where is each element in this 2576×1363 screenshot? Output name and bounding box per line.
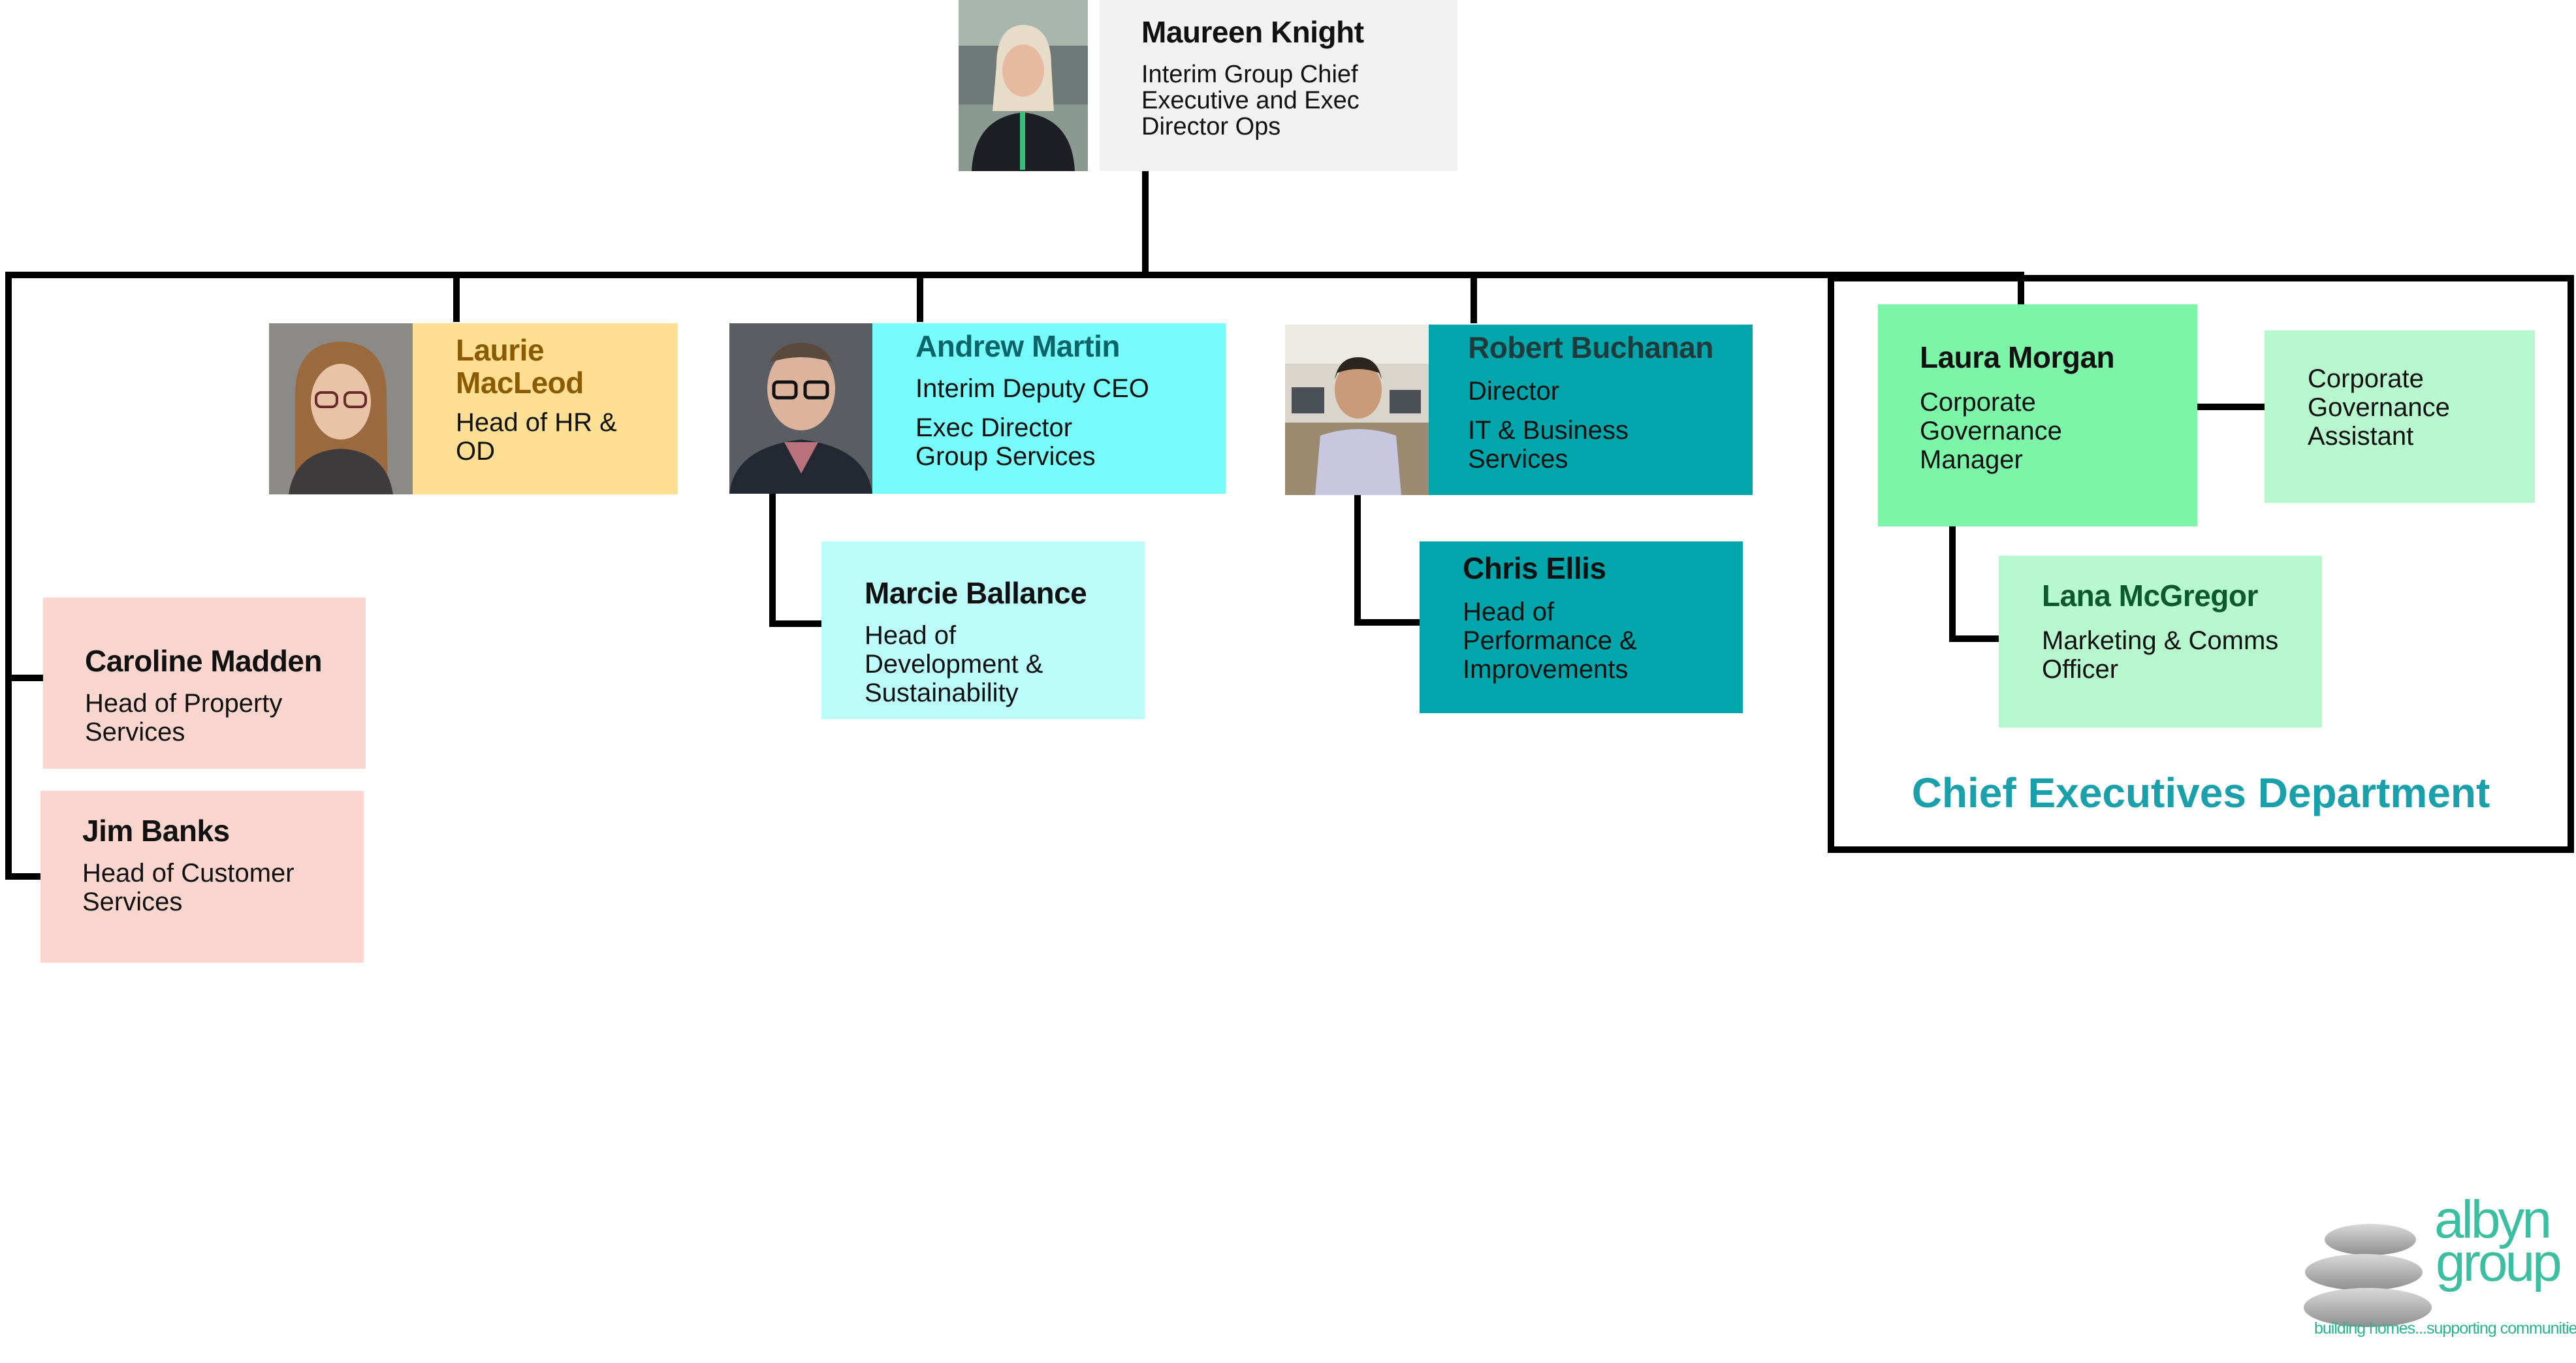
hr-card: Laurie MacLeod Head of HR & OD (413, 323, 678, 494)
brand-group: group (2436, 1233, 2562, 1292)
hr-role: Head of HR & OD (456, 408, 617, 466)
deputy-card: Andrew Martin Interim Deputy CEO Exec Di… (872, 323, 1226, 494)
connector-deputy-down (769, 494, 776, 627)
marketing-role: Marketing & Comms Officer (2042, 626, 2279, 684)
governance-assistant-role: Corporate Governance Assistant (2308, 364, 2450, 451)
connector-to-hr (453, 272, 460, 322)
connector-ceo-down (1142, 171, 1149, 278)
portrait-icon (1285, 325, 1429, 495)
ceo-role: Interim Group Chief Executive and Exec D… (1141, 61, 1360, 140)
connector-to-assistant (2197, 404, 2265, 410)
department-title: Chief Executives Department (1911, 769, 2490, 816)
it-role-title: Director (1468, 377, 1560, 406)
connector-to-it (1471, 272, 1477, 323)
development-name: Marcie Ballance (865, 576, 1087, 610)
portrait-icon (269, 323, 413, 494)
stacked-stones-icon (2304, 1224, 2432, 1327)
logo-tagline: building homes...supporting communities (2314, 1319, 2576, 1338)
development-card: Marcie Ballance Head of Development & Su… (821, 541, 1145, 719)
customer-name: Jim Banks (82, 814, 230, 848)
deputy-photo (729, 323, 872, 494)
connector-to-customer (5, 873, 43, 880)
connector-governance-down (1949, 526, 1956, 642)
connector-to-governance (2018, 272, 2024, 304)
deputy-role-dept: Exec Director Group Services (915, 413, 1096, 471)
marketing-card: Lana McGregor Marketing & Comms Officer (1999, 556, 2322, 728)
it-card: Robert Buchanan Director IT & Business S… (1429, 325, 1753, 495)
albyn-group-logo: albyn group building homes...supporting … (2298, 1190, 2576, 1345)
property-name: Caroline Madden (85, 644, 323, 678)
property-role: Head of Property Services (85, 689, 283, 746)
governance-manager-card: Laura Morgan Corporate Governance Manage… (1878, 304, 2197, 526)
connector-it-down (1354, 495, 1361, 626)
governance-manager-name: Laura Morgan (1920, 340, 2115, 374)
governance-assistant-card: Corporate Governance Assistant (2265, 330, 2535, 503)
connector-to-development (769, 620, 821, 627)
performance-role: Head of Performance & Improvements (1463, 598, 1637, 684)
development-role: Head of Development & Sustainability (865, 621, 1043, 707)
performance-name: Chris Ellis (1463, 551, 1606, 585)
department-frame (1828, 275, 2574, 853)
governance-manager-role: Corporate Governance Manager (1920, 388, 2062, 474)
ceo-name: Maureen Knight (1141, 15, 1364, 49)
hr-photo (269, 323, 413, 494)
connector-to-performance (1354, 619, 1420, 626)
connector-left-spine (5, 272, 12, 880)
it-role-dept: IT & Business Services (1468, 416, 1629, 473)
deputy-name: Andrew Martin (915, 329, 1120, 363)
connector-main-horizontal (5, 272, 2018, 278)
it-photo (1285, 325, 1429, 495)
it-name: Robert Buchanan (1468, 330, 1713, 364)
brand-albyn: albyn (2434, 1190, 2552, 1249)
connector-to-property (5, 675, 43, 681)
performance-card: Chris Ellis Head of Performance & Improv… (1420, 541, 1743, 713)
ceo-card: Maureen Knight Interim Group Chief Execu… (1100, 0, 1457, 171)
connector-to-deputy (917, 272, 923, 322)
customer-role: Head of Customer Services (82, 859, 294, 916)
ceo-photo (959, 0, 1088, 171)
portrait-icon (729, 323, 872, 494)
hr-name: Laurie MacLeod (456, 333, 584, 400)
deputy-role-title: Interim Deputy CEO (915, 374, 1149, 403)
connector-to-marketing (1949, 635, 1999, 642)
portrait-icon (959, 0, 1088, 171)
property-card: Caroline Madden Head of Property Service… (43, 598, 366, 769)
marketing-name: Lana McGregor (2042, 579, 2258, 613)
customer-card: Jim Banks Head of Customer Services (40, 791, 364, 963)
